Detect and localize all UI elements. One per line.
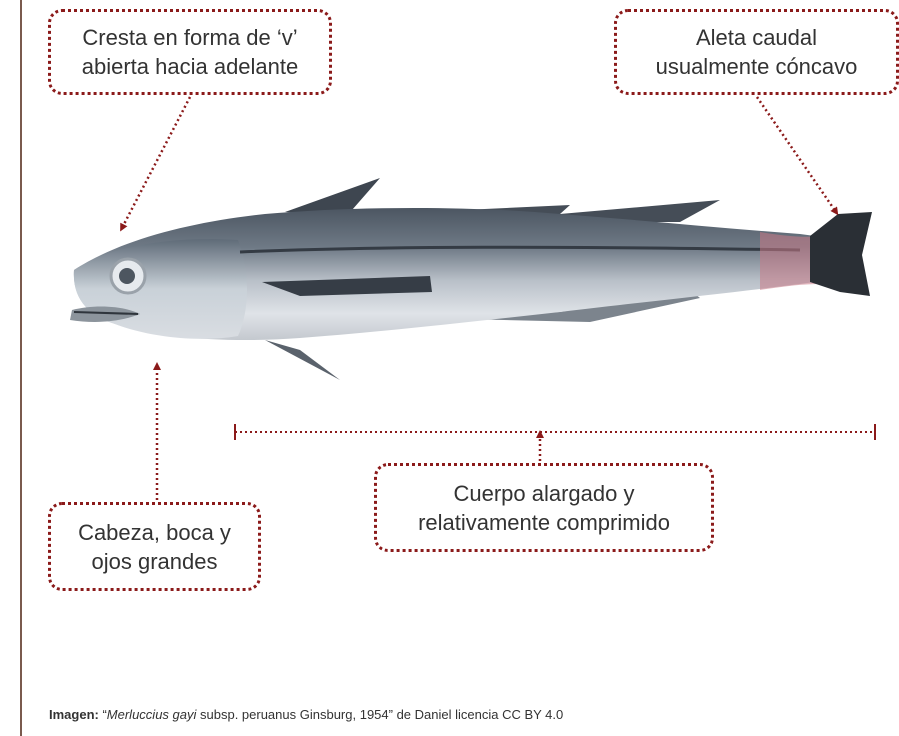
callout-crest-line2: abierta hacia adelante	[81, 54, 299, 79]
caption-label: Imagen:	[49, 707, 99, 722]
lateral-line	[239, 245, 801, 254]
pelvic-fin	[265, 340, 340, 380]
fish-head	[73, 239, 247, 339]
arrow-icon	[120, 96, 192, 232]
pectoral-fin	[262, 276, 432, 296]
callout-tail-line2: usualmente cóncavo	[655, 54, 858, 79]
callout-head-line1: Cabeza, boca y	[78, 519, 231, 545]
body-length-line	[234, 424, 876, 440]
callout-body: Cuerpo alargado y relativamente comprimi…	[374, 463, 714, 552]
fish-mouth	[70, 306, 140, 322]
arrow-icon	[755, 96, 839, 216]
left-margin-rule	[20, 0, 22, 736]
callout-body-line1: Cuerpo alargado y	[453, 480, 635, 506]
fish-illustration	[70, 178, 872, 380]
callout-head-line2: ojos grandes	[91, 548, 218, 574]
image-credit-caption: Imagen: “Merluccius gayi subsp. peruanus…	[49, 707, 563, 722]
callout-tail-line1: Aleta caudal	[695, 25, 818, 50]
callout-head: Cabeza, boca y ojos grandes	[48, 502, 261, 591]
caption-open-quote: “	[98, 707, 107, 722]
caudal-fin	[810, 212, 872, 296]
callout-body-line2: relativamente comprimido	[418, 509, 670, 535]
caption-rest: subsp. peruanus Ginsburg, 1954” de Danie…	[196, 707, 564, 722]
first-dorsal-fin	[285, 178, 380, 216]
caption-species: Merluccius gayi	[106, 707, 197, 722]
callout-crest-line1: Cresta en forma de ‘v’	[82, 25, 298, 50]
callout-tail: Aleta caudal usualmente cóncavo	[614, 9, 899, 95]
callout-crest: Cresta en forma de ‘v’ abierta hacia ade…	[48, 9, 332, 95]
fish-body	[73, 208, 815, 341]
